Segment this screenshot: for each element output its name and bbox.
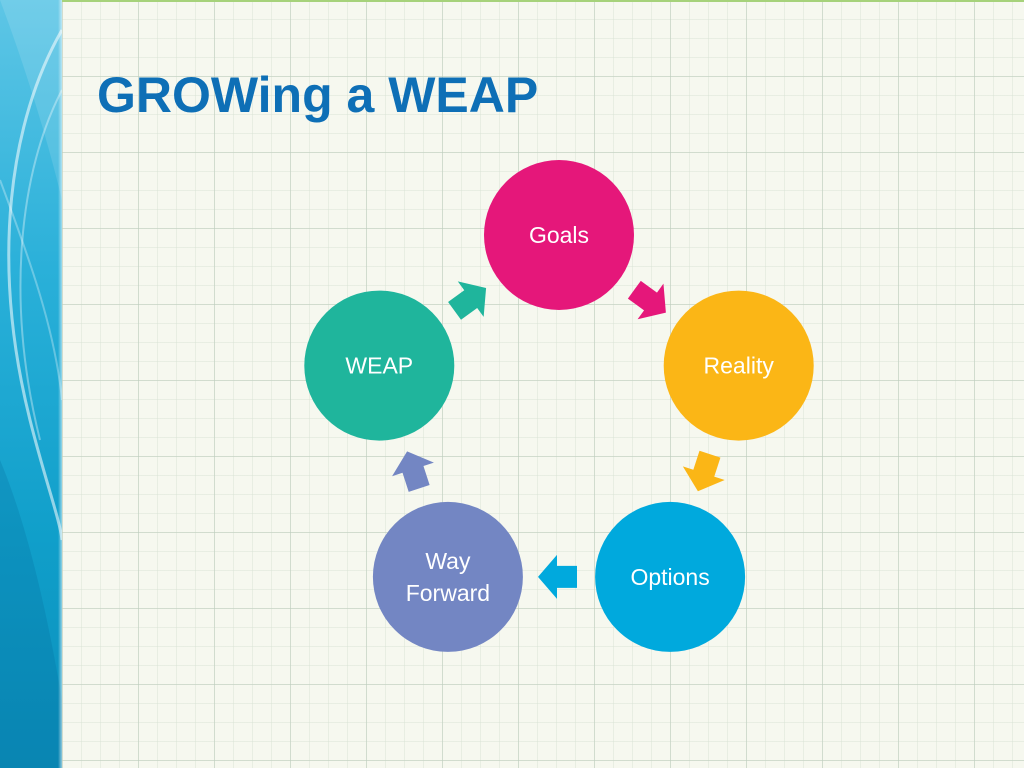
cycle-connectors bbox=[392, 280, 725, 599]
cycle-node-options: Options bbox=[595, 501, 746, 652]
slide-title: GROWing a WEAP bbox=[97, 67, 539, 123]
side-band-swoosh-graphic bbox=[0, 0, 62, 768]
decorative-side-band bbox=[0, 0, 62, 768]
cycle-node-weap: WEAP bbox=[304, 290, 455, 441]
cycle-node-reality-circle bbox=[663, 290, 814, 441]
cycle-node-way-forward-circle bbox=[372, 501, 523, 652]
cycle-node-weap-label: WEAP bbox=[345, 353, 413, 379]
cycle-node-way-forward-label: Way bbox=[425, 548, 471, 574]
top-rule bbox=[62, 0, 1024, 2]
cycle-node-options-label: Options bbox=[630, 564, 709, 590]
cycle-node-weap-circle bbox=[304, 290, 455, 441]
connector-arrow-reality-to-options bbox=[682, 450, 725, 492]
cycle-node-way-forward-label: Forward bbox=[406, 580, 490, 606]
connector-arrow-options-to-way-forward bbox=[538, 554, 577, 599]
cycle-node-options-circle bbox=[595, 501, 746, 652]
cycle-node-goals-circle bbox=[484, 160, 634, 310]
cycle-node-reality-label: Reality bbox=[704, 353, 775, 379]
connector-arrow-goals-to-reality bbox=[627, 280, 666, 320]
side-band-highlight bbox=[58, 0, 62, 768]
connector-arrow-way-forward-to-weap bbox=[392, 451, 434, 492]
cycle-node-goals: Goals bbox=[484, 160, 634, 310]
cycle-node-reality: Reality bbox=[663, 290, 814, 441]
connector-arrow-weap-to-goals bbox=[448, 281, 487, 320]
cycle-node-goals-label: Goals bbox=[529, 222, 589, 248]
